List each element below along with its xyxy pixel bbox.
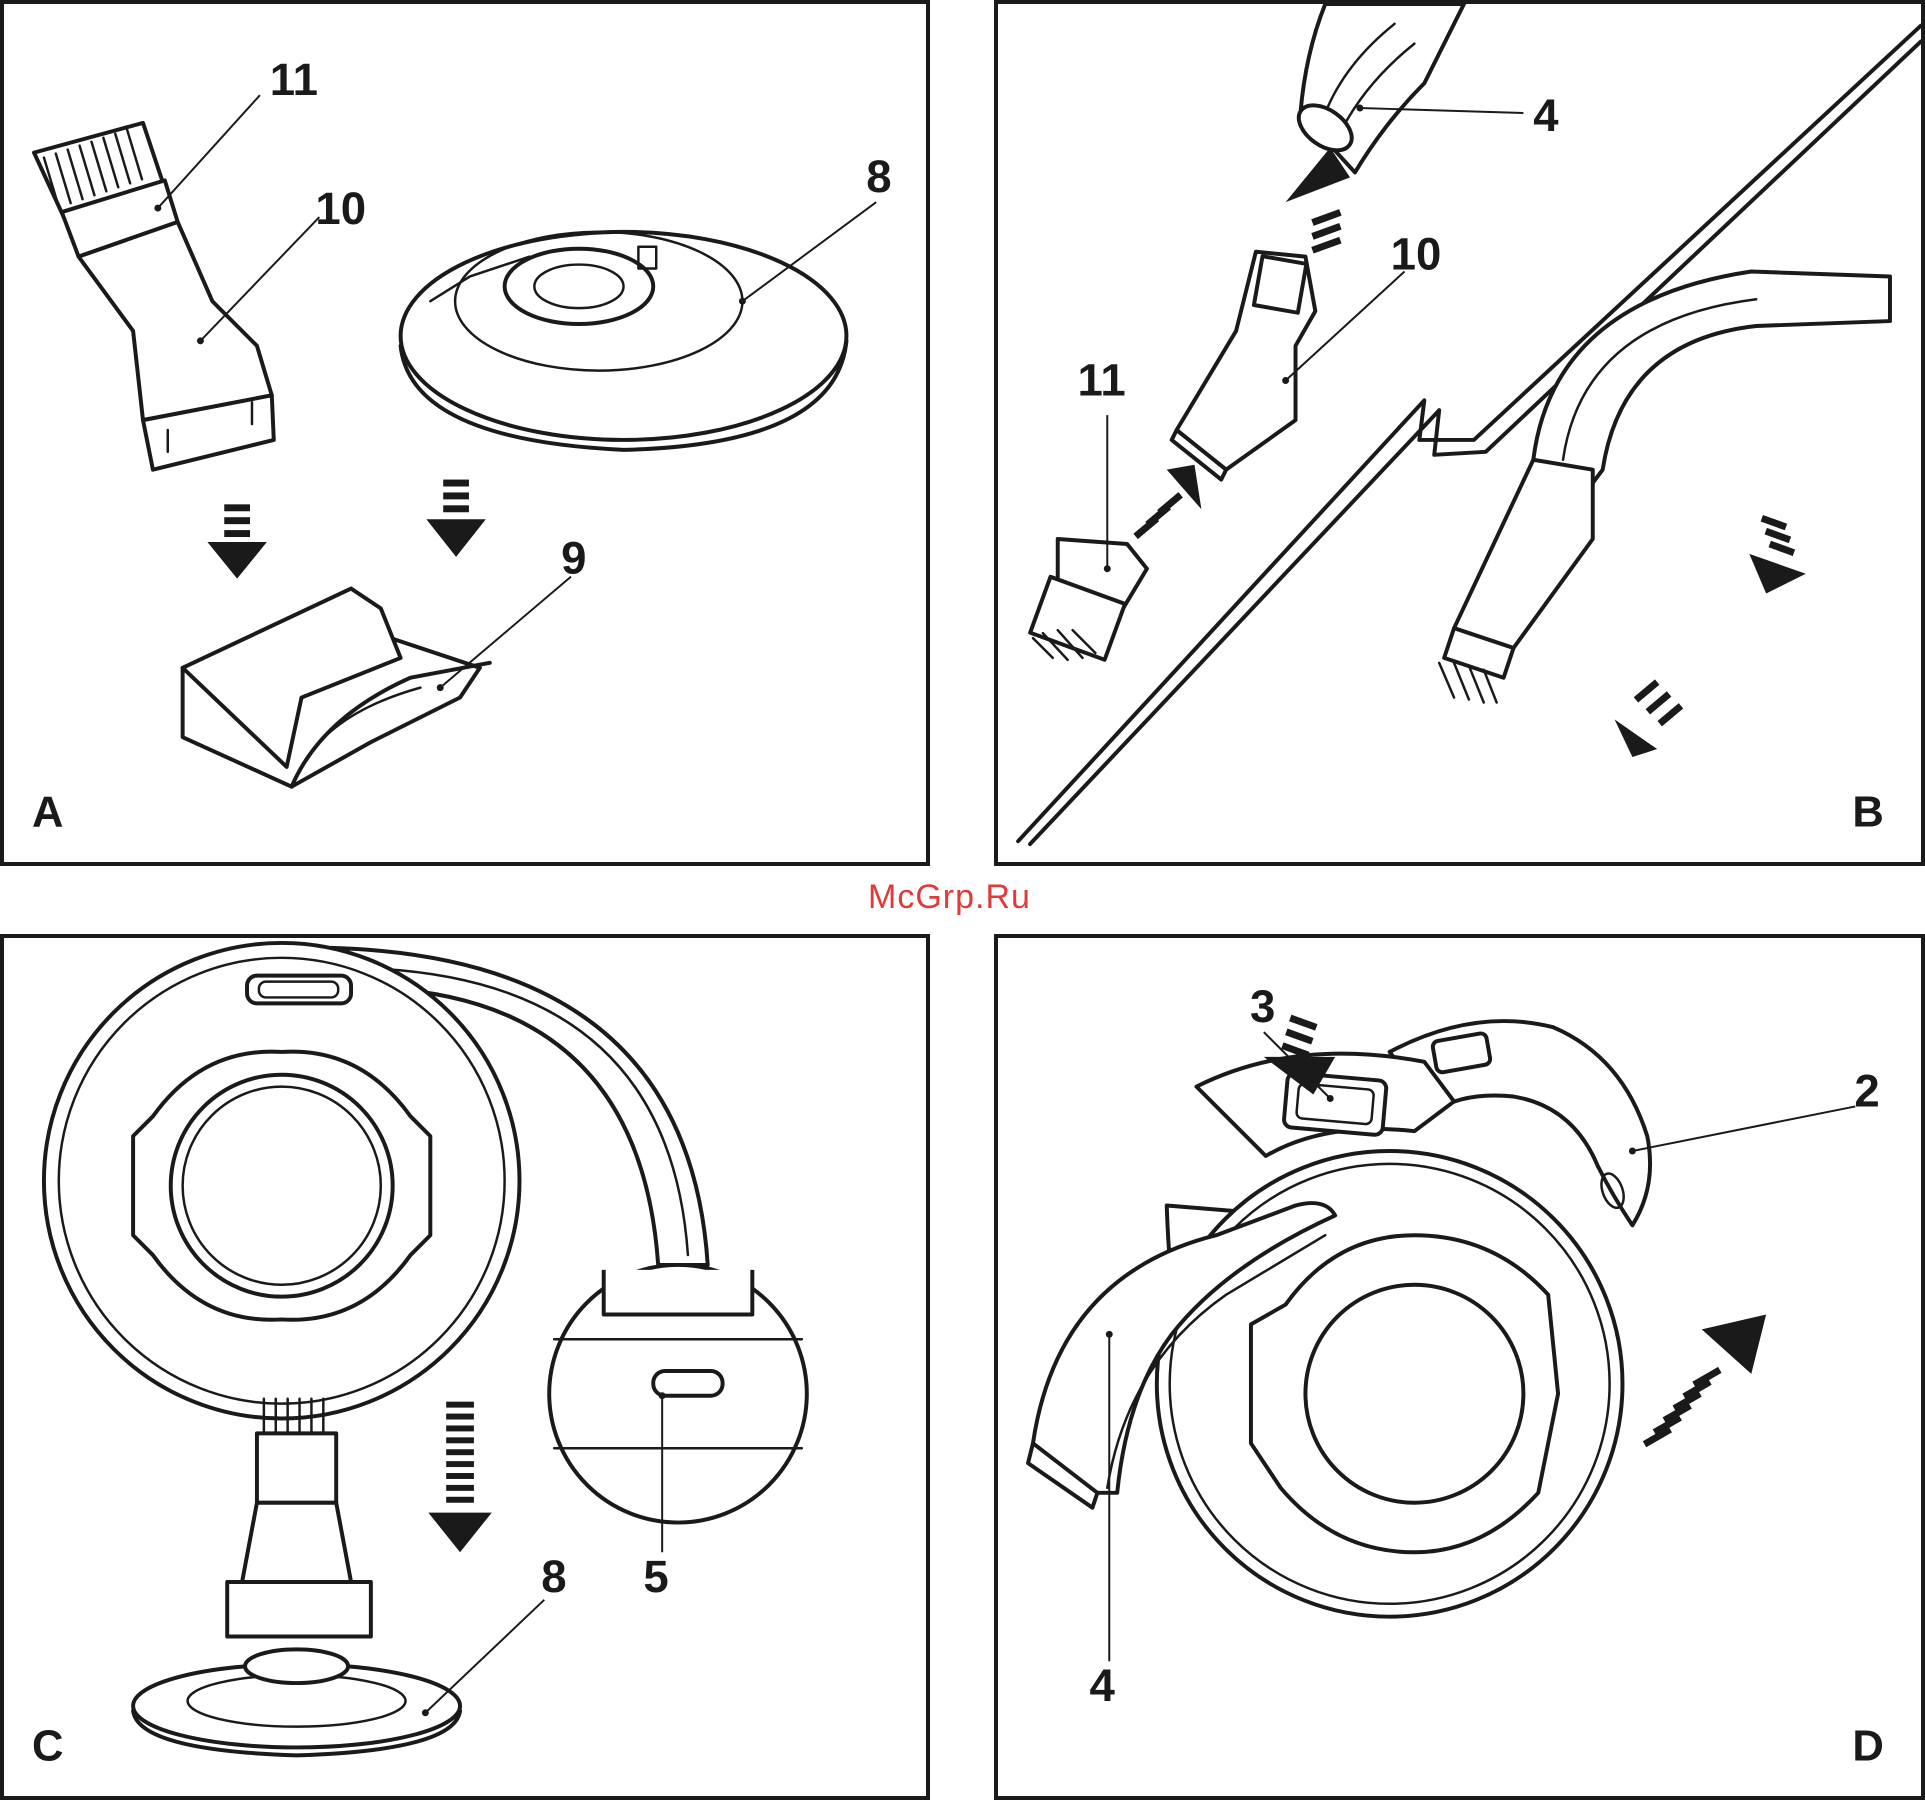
panel-d: 3 2 4 D — [994, 934, 1925, 1800]
callout-11: 11 — [270, 54, 318, 105]
divider-line — [1018, 26, 1921, 841]
callout-10: 10 — [315, 183, 366, 234]
arrow-down-icon — [428, 1402, 491, 1553]
vacuum-body-icon — [1157, 1054, 1623, 1617]
arrow-diagonal-icon — [1615, 679, 1684, 757]
watermark-text: McGrp.Ru — [868, 878, 1031, 917]
panel-d-illustration: 3 2 4 D — [998, 938, 1921, 1796]
hose-with-brush-icon — [1439, 272, 1890, 703]
panel-letter-b: B — [1852, 788, 1883, 836]
panel-a-illustration: 11 10 8 9 A — [4, 4, 926, 862]
arrow-down-icon — [426, 480, 485, 557]
magnified-detail-icon — [549, 1265, 807, 1523]
panel-letter-d: D — [1852, 1722, 1883, 1770]
callout-2: 2 — [1854, 1065, 1879, 1116]
callout-4: 4 — [1089, 1660, 1115, 1711]
callout-9: 9 — [561, 533, 586, 584]
callout-8: 8 — [866, 151, 891, 202]
panel-b-illustration: 4 10 11 B — [998, 4, 1921, 862]
callout-8: 8 — [541, 1551, 566, 1602]
arrow-down-icon — [207, 504, 266, 578]
base-disc-icon — [401, 232, 847, 450]
brush-attachment-icon — [1030, 539, 1147, 660]
callout-11: 11 — [1078, 354, 1126, 405]
arrow-up-icon — [1643, 1314, 1766, 1447]
panel-c: 8 5 C — [0, 934, 930, 1800]
hose-end-icon — [1291, 4, 1464, 172]
arrow-diagonal-icon — [1133, 465, 1201, 539]
crevice-nozzle-icon — [79, 222, 274, 470]
panel-a: 11 10 8 9 A — [0, 0, 930, 866]
callout-4: 4 — [1533, 90, 1559, 141]
arrow-down-icon — [1749, 515, 1805, 594]
arrow-up-icon — [1286, 148, 1350, 254]
callout-3: 3 — [1250, 981, 1275, 1032]
crevice-nozzle-icon — [1172, 252, 1316, 480]
panel-letter-c: C — [32, 1722, 63, 1770]
panel-b: 4 10 11 B — [994, 0, 1925, 866]
callout-10: 10 — [1391, 229, 1442, 280]
brush-on-base-icon — [133, 1399, 460, 1756]
panel-letter-a: A — [32, 788, 63, 836]
callout-5: 5 — [643, 1551, 668, 1602]
vacuum-body-icon — [44, 943, 520, 1419]
panel-c-illustration: 8 5 C — [4, 938, 926, 1796]
